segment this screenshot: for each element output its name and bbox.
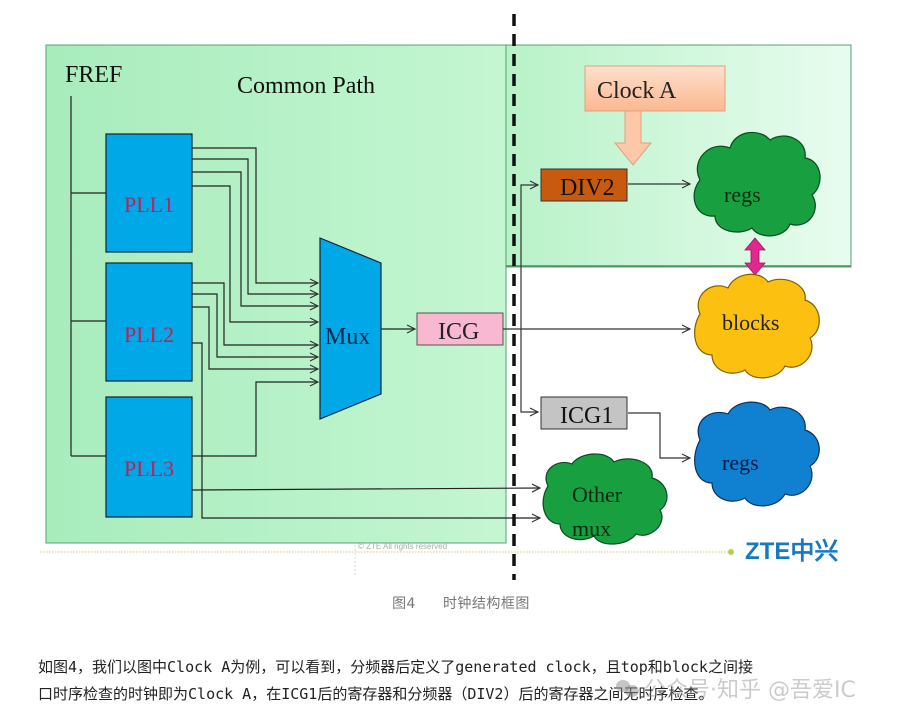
fref-wires xyxy=(70,96,106,457)
clock-structure-diagram: © ZTE All rights reserved FREF Common Pa… xyxy=(40,14,852,580)
svg-text:blocks: blocks xyxy=(722,310,779,335)
svg-text:regs: regs xyxy=(724,182,761,207)
other-mux-cloud: Other mux xyxy=(542,453,668,545)
copyright-text: © ZTE All rights reserved xyxy=(358,542,447,551)
figure-number: 图4 xyxy=(392,596,416,612)
svg-text:Other: Other xyxy=(572,482,623,507)
clock-a-callout: Clock A xyxy=(584,65,726,166)
watermark: 公众号·知乎 @吾爱IC xyxy=(616,672,856,704)
body-paragraph: 如图4，我们以图中Clock A为例，可以看到，分频器后定义了generated… xyxy=(38,654,898,708)
pll1-block: PLL1 xyxy=(105,133,193,253)
pll3-block: PLL3 xyxy=(105,396,193,518)
svg-text:DIV2: DIV2 xyxy=(560,175,615,201)
svg-text:Mux: Mux xyxy=(325,324,370,350)
footer-dot xyxy=(728,549,734,555)
svg-text:PLL3: PLL3 xyxy=(124,456,174,481)
common-path-label: Common Path xyxy=(237,73,375,99)
figure-title: 时钟结构框图 xyxy=(442,596,530,612)
svg-text:ICG1: ICG1 xyxy=(560,403,613,429)
svg-text:Clock A: Clock A xyxy=(597,78,677,104)
zte-logo: ZTE中兴 xyxy=(745,538,838,565)
svg-text:mux: mux xyxy=(572,516,611,541)
watermark-text: 公众号·知乎 @吾爱IC xyxy=(644,678,856,703)
icg-block: ICG xyxy=(416,312,504,346)
fref-label: FREF xyxy=(65,62,122,88)
paragraph-line-1: 如图4，我们以图中Clock A为例，可以看到，分频器后定义了generated… xyxy=(38,658,753,676)
icg-output-wires xyxy=(503,184,690,458)
svg-text:regs: regs xyxy=(722,450,759,475)
regs-top-cloud: regs xyxy=(693,131,821,237)
icg1-block: ICG1 xyxy=(540,396,628,430)
blocks-cloud: blocks xyxy=(694,273,820,379)
pll2-block: PLL2 xyxy=(105,262,193,382)
pll-to-mux-wires xyxy=(191,147,540,518)
figure-caption: 图4 时钟结构框图 xyxy=(0,593,922,613)
regs-bottom-cloud: regs xyxy=(694,401,820,507)
wechat-icon xyxy=(616,678,640,698)
svg-text:ICG: ICG xyxy=(438,319,479,345)
svg-text:PLL2: PLL2 xyxy=(124,322,174,347)
mux: Mux xyxy=(319,237,382,420)
svg-text:PLL1: PLL1 xyxy=(124,192,174,217)
div2-block: DIV2 xyxy=(540,168,628,202)
paragraph-line-2: 口时序检查的时钟即为Clock A，在ICG1后的寄存器和分频器（DIV2）后的… xyxy=(38,685,714,703)
